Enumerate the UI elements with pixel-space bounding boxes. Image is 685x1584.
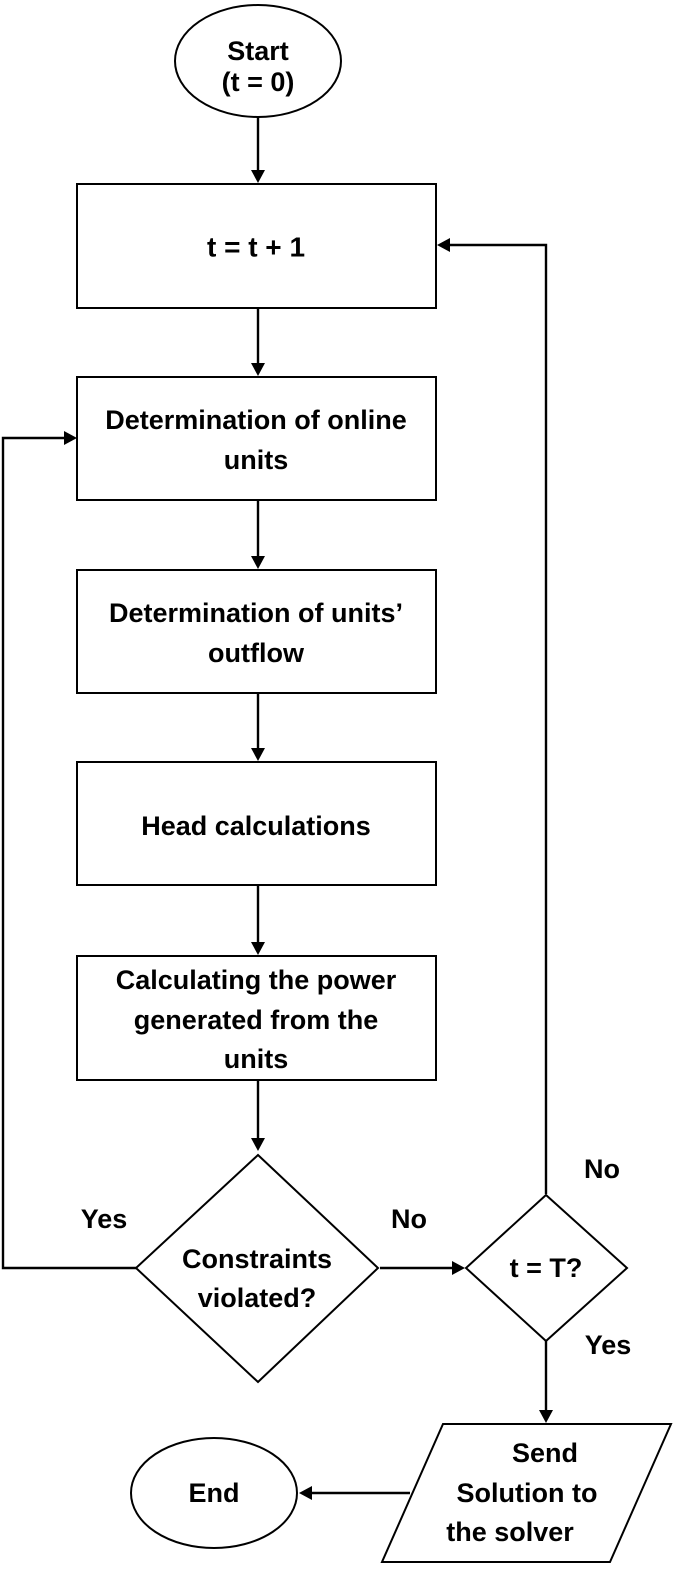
arrowhead-icon xyxy=(452,1261,465,1275)
arrowhead-icon xyxy=(251,942,265,955)
end-node: End xyxy=(130,1437,298,1549)
edges xyxy=(1,117,553,1500)
power-box xyxy=(76,955,437,1081)
send-parallelogram xyxy=(380,1423,673,1563)
send-label-line-2: Solution to xyxy=(457,1478,598,1508)
increment-node: t = t + 1 xyxy=(76,183,437,309)
arrowhead-icon xyxy=(437,238,450,252)
time-check-yes-label: Yes xyxy=(585,1330,632,1360)
arrowhead-icon xyxy=(251,170,265,183)
end-label: End xyxy=(189,1478,240,1508)
start-label-line-1: Start xyxy=(227,36,289,66)
constraints-node: Constraints violated? xyxy=(134,1153,380,1384)
head-calc-label: Head calculations xyxy=(141,811,371,841)
arrowhead-icon xyxy=(251,748,265,761)
outflow-node: Determination of units’ outflow xyxy=(76,569,437,694)
arrowhead-icon xyxy=(64,431,77,445)
online-units-label-line-1: Determination of online xyxy=(105,405,407,435)
constraints-label-line-2: violated? xyxy=(198,1283,317,1313)
arrowhead-icon xyxy=(539,1410,553,1423)
start-label-line-2: (t = 0) xyxy=(222,67,295,97)
power-node: Calculating the power generated from the… xyxy=(76,955,437,1081)
head-calc-node: Head calculations xyxy=(76,761,437,886)
online-units-node: Determination of online units xyxy=(76,376,437,501)
power-label-line-2: generated from the xyxy=(134,1005,379,1035)
constraints-label-line-1: Constraints xyxy=(182,1244,332,1274)
time-check-label: t = T? xyxy=(510,1253,583,1283)
edge-time-check-no-loop xyxy=(450,243,548,1194)
constraints-no-label: No xyxy=(391,1204,427,1234)
start-node: Start (t = 0) xyxy=(174,4,342,118)
constraints-diamond xyxy=(134,1153,380,1384)
start-ellipse xyxy=(174,4,342,118)
power-label-line-1: Calculating the power xyxy=(116,965,397,995)
power-label-line-3: units xyxy=(224,1044,289,1074)
end-ellipse xyxy=(130,1437,298,1549)
increment-box xyxy=(76,183,437,309)
outflow-box xyxy=(76,569,437,694)
time-check-node: t = T? xyxy=(464,1193,629,1343)
time-check-no-label: No xyxy=(584,1154,620,1184)
send-label-line-3: the solver xyxy=(446,1517,574,1547)
time-check-diamond xyxy=(464,1193,629,1343)
edge-constraints-yes-loop xyxy=(1,436,136,1270)
increment-label: t = t + 1 xyxy=(207,232,305,263)
edge-labels: Yes No No Yes xyxy=(81,1154,632,1360)
arrowhead-icon xyxy=(299,1486,312,1500)
arrowhead-icon xyxy=(251,363,265,376)
online-units-box xyxy=(76,376,437,501)
send-label-line-1: Send xyxy=(512,1438,578,1468)
send-node: Send Solution to the solver xyxy=(380,1423,673,1563)
constraints-yes-label: Yes xyxy=(81,1204,128,1234)
online-units-label-line-2: units xyxy=(224,445,289,475)
outflow-label-line-1: Determination of units’ xyxy=(109,598,403,628)
head-calc-box xyxy=(76,761,437,886)
arrowhead-icon xyxy=(251,1138,265,1151)
arrowhead-icon xyxy=(251,556,265,569)
outflow-label-line-2: outflow xyxy=(208,638,305,668)
